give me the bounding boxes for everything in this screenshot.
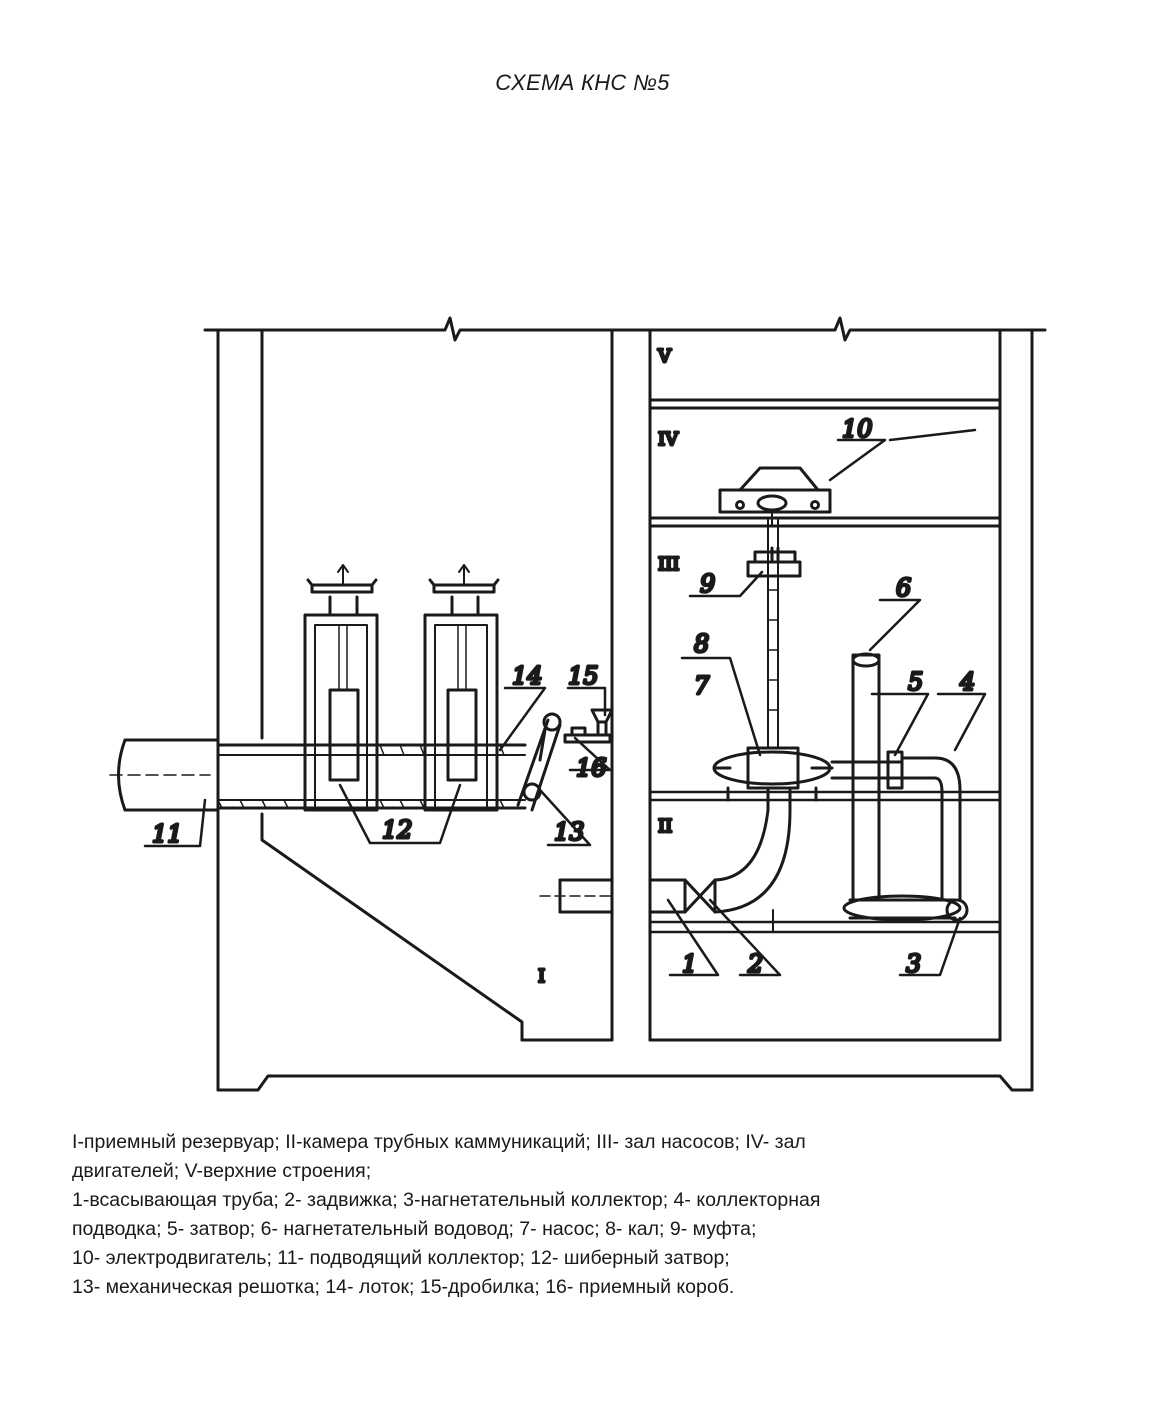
callout-14: 14 (512, 662, 543, 690)
building-walls (216, 328, 1034, 1092)
legend-line: 10- электродвигатель; 11- подводящий кол… (72, 1247, 730, 1269)
legend-line: 1-всасывающая труба; 2- задвижка; 3-нагн… (72, 1189, 821, 1211)
shaft-and-coupling (746, 519, 802, 933)
diagram-title: СХЕМА КНС №5 (495, 70, 670, 95)
legend-line: двигателей; V-верхние строения; (72, 1160, 372, 1182)
callout-4: 4 (959, 668, 975, 696)
callout-13: 13 (554, 818, 585, 846)
callout-5: 5 (908, 668, 923, 696)
callout-3: 3 (906, 950, 921, 978)
zone-label-1: I (538, 966, 545, 987)
callout-1: 1 (682, 950, 697, 978)
legend-line: I-приемный резервуар; II-камера трубных … (72, 1131, 806, 1153)
channel-tray (216, 743, 527, 810)
slide-gate-left (303, 564, 379, 812)
callout-7: 7 (694, 672, 710, 700)
callout-2: 2 (747, 950, 763, 978)
discharge-system (830, 652, 969, 922)
legend-line: подводка; 5- затвор; 6- нагнетательный в… (72, 1218, 757, 1240)
callout-6: 6 (896, 574, 911, 602)
callout-11: 11 (152, 820, 183, 848)
callout-16: 16 (576, 754, 607, 782)
legend-line: 13- механическая решотка; 14- лоток; 15-… (72, 1276, 735, 1298)
callout-8: 8 (694, 630, 709, 658)
callout-leaders (143, 428, 987, 977)
mechanical-screen (516, 712, 562, 812)
reservoir-hopper (260, 812, 524, 1042)
callout-15: 15 (568, 662, 599, 690)
inlet-collector-pipe (109, 738, 220, 812)
zone-label-5: V (657, 346, 672, 367)
zone-label-4: IV (658, 429, 679, 450)
callout-9: 9 (700, 570, 715, 598)
callout-12: 12 (382, 816, 413, 844)
suction-pipe (539, 788, 792, 914)
slide-gate-right (423, 564, 500, 812)
callout-10: 10 (842, 415, 873, 443)
zone-label-2: II (658, 816, 672, 837)
zone-label-3: III (658, 554, 679, 575)
receiving-box-and-crusher (563, 708, 614, 744)
floors (648, 398, 1002, 934)
pump (712, 746, 834, 802)
ground-line (203, 316, 1047, 342)
electric-motor (718, 466, 832, 526)
legend: I-приемный резервуар; II-камера трубных … (72, 1128, 1082, 1302)
